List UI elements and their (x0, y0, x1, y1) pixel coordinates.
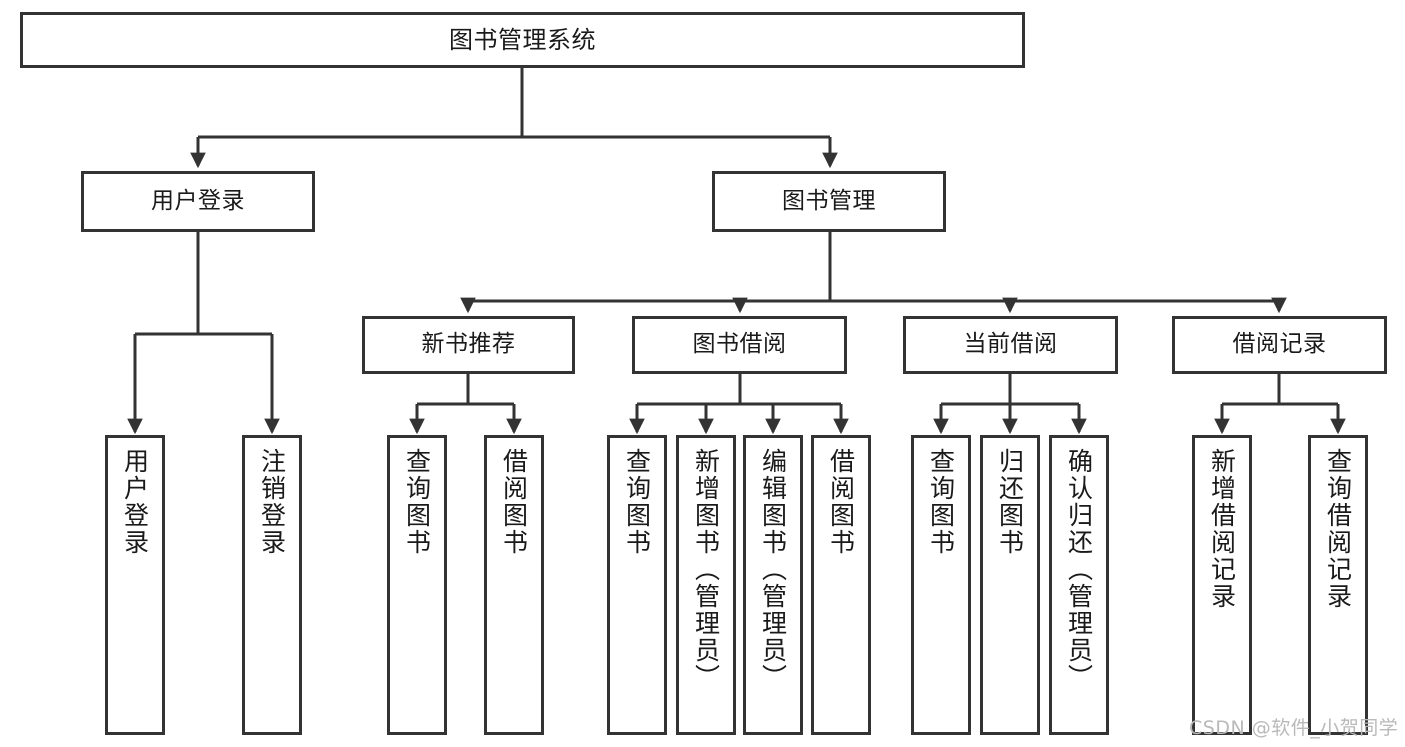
node-label: 借阅记录 (1232, 331, 1327, 358)
node-leaf-add-book[interactable]: 新增图书（管理员） (676, 435, 736, 735)
node-label: 用户登录 (120, 448, 150, 556)
node-leaf-borrow-book-1[interactable]: 借阅图书 (484, 435, 544, 735)
node-leaf-user-login[interactable]: 用户登录 (105, 435, 165, 735)
node-user-login[interactable]: 用户登录 (81, 171, 315, 232)
node-label: 借阅图书 (499, 448, 529, 556)
node-label: 查询图书 (926, 448, 956, 556)
csdn-watermark: CSDN @软件_小贺同学 (1189, 717, 1399, 739)
node-label: 归还图书 (995, 448, 1025, 556)
node-current-borrow[interactable]: 当前借阅 (903, 316, 1118, 374)
node-label: 图书管理 (782, 187, 876, 214)
node-leaf-return-book[interactable]: 归还图书 (980, 435, 1040, 735)
node-label: 当前借阅 (963, 331, 1058, 358)
node-label: 注销登录 (257, 448, 287, 556)
node-leaf-confirm-return[interactable]: 确认归还（管理员） (1049, 435, 1109, 735)
node-leaf-user-logout[interactable]: 注销登录 (242, 435, 302, 735)
node-leaf-edit-book[interactable]: 编辑图书（管理员） (743, 435, 803, 735)
node-label: 用户登录 (151, 187, 245, 214)
node-book-management-system[interactable]: 图书管理系统 (20, 12, 1025, 68)
node-label: 新增图书（管理员） (691, 448, 721, 691)
node-leaf-add-record[interactable]: 新增借阅记录 (1192, 435, 1252, 735)
node-label: 新增借阅记录 (1207, 448, 1237, 610)
node-leaf-query-book-2[interactable]: 查询图书 (607, 435, 667, 735)
node-leaf-borrow-book-2[interactable]: 借阅图书 (811, 435, 871, 735)
node-label: 新书推荐 (421, 331, 516, 358)
node-leaf-query-book-1[interactable]: 查询图书 (387, 435, 447, 735)
node-label: 查询借阅记录 (1323, 448, 1353, 610)
node-label: 查询图书 (402, 448, 432, 556)
node-leaf-query-book-3[interactable]: 查询图书 (911, 435, 971, 735)
node-label: 图书管理系统 (449, 25, 596, 54)
node-label: 借阅图书 (826, 448, 856, 556)
node-label: 查询图书 (622, 448, 652, 556)
node-label: 图书借阅 (692, 331, 787, 358)
node-label: 确认归还（管理员） (1064, 448, 1094, 691)
node-book-management[interactable]: 图书管理 (712, 171, 946, 232)
node-book-borrow[interactable]: 图书借阅 (632, 316, 847, 374)
node-new-book-recommend[interactable]: 新书推荐 (362, 316, 575, 374)
node-borrow-record[interactable]: 借阅记录 (1172, 316, 1387, 374)
node-label: 编辑图书（管理员） (758, 448, 788, 691)
node-leaf-query-record[interactable]: 查询借阅记录 (1308, 435, 1368, 735)
